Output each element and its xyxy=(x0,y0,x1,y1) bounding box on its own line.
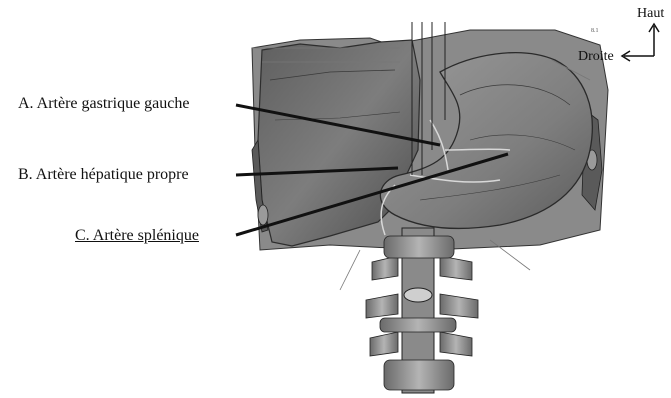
orientation-up-label: Haut xyxy=(637,6,664,22)
label-left-gastric-artery: A. Artère gastrique gauche xyxy=(18,95,189,113)
orientation-right-label: Droite xyxy=(578,49,614,65)
label-splenic-artery: C. Artère splénique xyxy=(75,227,199,245)
orientation-indicator xyxy=(622,24,659,61)
figure-mark: 8.1 xyxy=(591,28,599,34)
label-proper-hepatic-artery: B. Artère hépatique propre xyxy=(18,166,189,184)
